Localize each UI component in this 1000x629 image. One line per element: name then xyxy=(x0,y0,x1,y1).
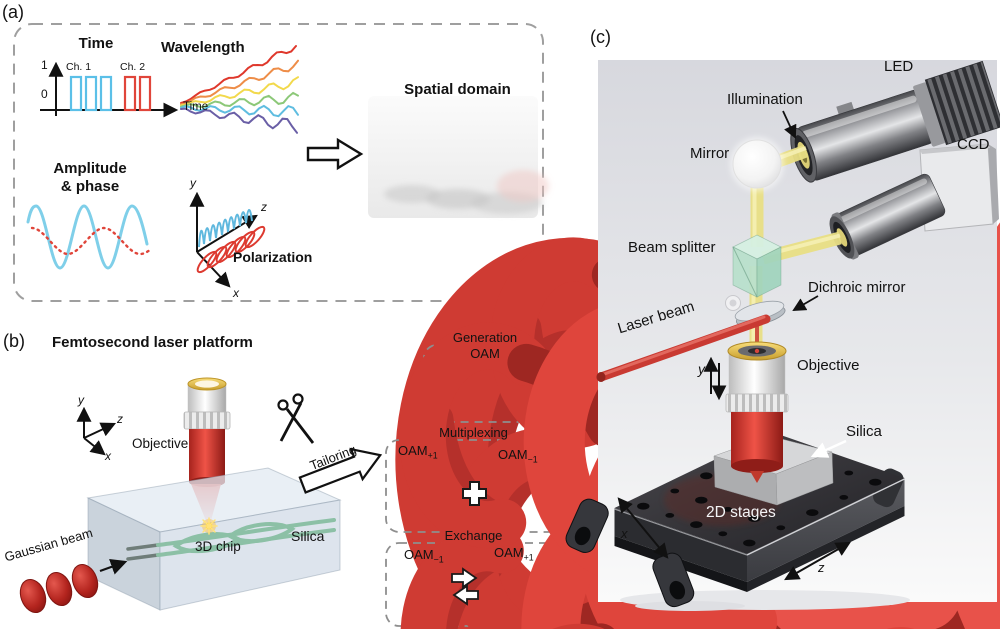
oam-base: OAM xyxy=(494,545,524,560)
stage-hole xyxy=(743,539,756,547)
spatial-domain-illustration xyxy=(368,96,1000,629)
stage-hole xyxy=(806,509,819,516)
stage-hole xyxy=(723,507,733,512)
panel-c-label: (c) xyxy=(590,27,611,47)
time-ymin-tick: 0 xyxy=(41,87,48,101)
wavelength-curves-illustration xyxy=(180,45,299,134)
wavelength-curve xyxy=(180,107,298,134)
oam-sub: −1 xyxy=(527,454,538,465)
oam-sub: +1 xyxy=(523,552,534,563)
b-objective-label: Objective xyxy=(132,436,189,451)
stage-hole xyxy=(718,531,728,537)
pol-y-axis-label: y xyxy=(190,176,196,190)
panel-a-label: (a) xyxy=(2,2,24,22)
wavelength-curve xyxy=(180,76,299,107)
stage-hole xyxy=(869,478,882,486)
panel-b-title: Femtosecond laser platform xyxy=(52,334,253,351)
mirror-label: Mirror xyxy=(690,145,730,162)
pol-z-axis-label: z xyxy=(261,200,267,214)
chip-3d-illustration xyxy=(126,517,336,561)
channel-2-label: Ch. 2 xyxy=(120,61,146,73)
beam-splitter-label: Beam splitter xyxy=(628,239,716,256)
stage-hole xyxy=(839,495,849,500)
plus-icon xyxy=(462,481,487,506)
stage-hole xyxy=(637,502,650,510)
ccd-label: CCD xyxy=(957,136,990,153)
exch-oam-minus1-label: OAM−1 xyxy=(404,548,444,565)
mux-oam-plus1-label: OAM+1 xyxy=(398,444,438,461)
stages-label: 2D stages xyxy=(706,504,776,521)
stage-hole xyxy=(748,515,761,522)
beam-splitter-illustration xyxy=(732,234,782,298)
panel-a-canvas xyxy=(13,23,1000,629)
multiplexing-title: Multiplexing xyxy=(439,425,508,440)
amplitude-title-line1: Amplitude xyxy=(53,160,127,177)
exch-oam-plus1-label: OAM+1 xyxy=(494,546,534,563)
stage-hole xyxy=(690,521,703,528)
illumination-label: Illumination xyxy=(727,91,803,108)
c-y-axis-label: y xyxy=(698,361,705,377)
c-silica-label: Silica xyxy=(846,423,882,440)
stage-hole xyxy=(665,513,675,518)
stage-hole xyxy=(670,488,680,494)
polarization-title: Polarization xyxy=(233,249,313,265)
oam-base: OAM xyxy=(498,447,528,462)
stage-hole xyxy=(776,525,786,531)
b-z-axis-label: z xyxy=(117,412,123,426)
panel-b-canvas xyxy=(19,208,961,629)
exchange-arrows-icon xyxy=(451,567,479,606)
panel-c-canvas xyxy=(565,60,1000,611)
amplitude-phase-illustration xyxy=(26,204,152,270)
channel-1-label: Ch. 1 xyxy=(66,61,92,73)
generation-oam-label: OAM xyxy=(470,346,500,361)
wavelength-curve xyxy=(180,91,299,109)
time-ymax-tick: 1 xyxy=(41,58,48,72)
panel-b-label: (b) xyxy=(3,331,25,351)
annotation-arrows xyxy=(617,110,851,581)
oam-sub: −1 xyxy=(433,554,444,565)
wavelength-curve xyxy=(180,45,297,104)
spatial-domain-title: Spatial domain xyxy=(404,81,511,98)
c-x-axis-label: x xyxy=(621,526,628,541)
time-title: Time xyxy=(78,35,114,52)
ccd-illustration xyxy=(829,143,999,260)
to-spatial-arrow-icon xyxy=(306,137,364,171)
wavelength-curve xyxy=(180,104,299,118)
b-x-axis-label: x xyxy=(105,449,111,463)
mux-oam-minus1-label: OAM−1 xyxy=(498,448,538,465)
dichroic-mirror-label: Dichroic mirror xyxy=(808,279,906,296)
c-objective-label: Objective xyxy=(797,357,860,374)
scissors-icon xyxy=(277,393,315,444)
polarization-illustration xyxy=(189,191,266,288)
wavelength-title: Wavelength xyxy=(161,39,245,56)
led-label: LED xyxy=(884,58,914,75)
stage-hole xyxy=(844,470,854,476)
b-silica-label: Silica xyxy=(291,528,325,544)
objective-c-illustration xyxy=(725,341,789,483)
chip-label: 3D chip xyxy=(195,539,241,554)
gaussian-beam-illustration xyxy=(19,558,128,613)
stage-hole xyxy=(695,496,708,504)
oam-base: OAM xyxy=(404,547,434,562)
tailoring-arrow-icon xyxy=(298,447,383,494)
oam-sub: +1 xyxy=(427,450,438,461)
axes-b-illustration xyxy=(76,406,117,456)
mirror-illustration xyxy=(730,137,784,191)
generation-title: Generation xyxy=(452,330,518,345)
stage-hole xyxy=(700,472,713,480)
amplitude-title-line2: & phase xyxy=(60,178,120,195)
panel-a-border xyxy=(13,23,544,302)
c-z-axis-label: z xyxy=(818,560,825,575)
oam-base: OAM xyxy=(398,443,428,458)
time-axis-label: Time xyxy=(183,101,209,113)
b-y-axis-label: y xyxy=(78,393,84,407)
pol-x-axis-label: x xyxy=(233,286,239,300)
laser-beam-illustration xyxy=(596,314,771,382)
wavelength-curve xyxy=(180,59,299,106)
exchange-title: Exchange xyxy=(444,528,503,543)
time-plot-illustration xyxy=(40,61,179,118)
silica-block-b-illustration xyxy=(86,467,342,611)
